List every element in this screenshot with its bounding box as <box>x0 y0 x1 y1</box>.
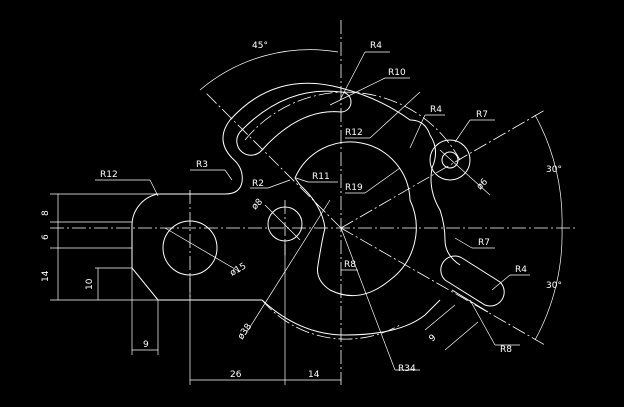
right-ear-outline <box>409 119 461 266</box>
leader-phi38 <box>244 199 331 336</box>
label-dim-14-horizontal: 14 <box>308 370 320 380</box>
leader-r4-bottom-2 <box>491 274 511 291</box>
upper-slot-end-right <box>340 91 352 113</box>
right-ear-boss <box>429 139 471 181</box>
label-dim-9-left: 9 <box>143 340 149 350</box>
label-r10: R10 <box>388 68 406 78</box>
lower-slot-inner-line-1 <box>451 289 489 313</box>
part-outline <box>131 82 505 336</box>
leader-r12-mid-2 <box>369 91 421 139</box>
label-dim-6: 6 <box>41 234 51 240</box>
label-r7-top: R7 <box>476 110 488 120</box>
angle-30-lower-arc <box>534 227 563 341</box>
leader-phi15 <box>164 227 241 273</box>
leader-r19-2 <box>364 167 401 194</box>
label-dim-14-vertical: 14 <box>41 270 51 282</box>
upper-slot-outer <box>239 90 342 133</box>
leader-r4-mid-2 <box>409 114 426 149</box>
label-r8-inner: R8 <box>344 260 356 270</box>
dimension-lines <box>50 49 563 385</box>
lower-slot-outline <box>440 255 505 307</box>
left-boss-arc <box>131 193 262 301</box>
leader-r11-2 <box>295 177 309 183</box>
label-r11: R11 <box>312 172 330 182</box>
right-ear-hole <box>441 151 459 169</box>
label-r4-top: R4 <box>370 41 382 51</box>
leader-r10-2 <box>329 77 386 106</box>
label-dim-26: 26 <box>230 370 242 380</box>
label-r34: R34 <box>398 364 416 374</box>
r26-arc-path <box>261 299 401 340</box>
label-r7-right: R7 <box>478 238 490 248</box>
label-r2: R2 <box>252 179 264 189</box>
inner-cutout <box>294 141 417 297</box>
dim-9-slot-line <box>424 304 456 331</box>
leader-r2-2 <box>267 179 291 189</box>
label-r3: R3 <box>196 160 208 170</box>
leader-r3-2 <box>224 169 233 181</box>
angle-30-upper-arc <box>534 114 563 229</box>
upper-slot-inner <box>261 111 342 151</box>
label-r8-bottom: R8 <box>500 345 512 355</box>
label-angle-45: 45° <box>252 41 268 51</box>
left-boss-outline <box>158 82 411 195</box>
label-angle-30-upper: 30° <box>546 165 562 175</box>
lower-30-degree-centerline <box>340 227 546 346</box>
label-dim-8: 8 <box>41 210 51 216</box>
center-lines <box>50 20 575 385</box>
label-r4-mid: R4 <box>430 105 442 115</box>
label-dim-10: 10 <box>85 278 95 290</box>
leader-r8-bottom-2 <box>469 299 496 346</box>
upper-30-degree-centerline <box>340 109 546 229</box>
label-angle-30-lower: 30° <box>546 281 562 291</box>
leader-r4-top-2 <box>339 51 366 101</box>
leader-phi8 <box>264 204 301 241</box>
leader-r12-left-2 <box>149 179 159 197</box>
lower-body-outline <box>261 299 441 336</box>
leader-phi6 <box>439 149 491 196</box>
leader-r7-top-2 <box>454 119 471 143</box>
dim-9-slot-line-2 <box>444 321 479 351</box>
upper-slot-end-left <box>236 131 263 156</box>
label-r12-left: R12 <box>100 170 118 180</box>
label-r19: R19 <box>345 183 363 193</box>
label-r12-mid: R12 <box>345 128 363 138</box>
angle-45-arc <box>199 49 339 91</box>
label-dim-9-slot: 9 <box>428 333 439 345</box>
45-degree-centerline <box>204 91 342 229</box>
leader-r7-right-2 <box>454 237 473 249</box>
leader-r34-2 <box>340 227 396 371</box>
label-r4-bottom: R4 <box>515 265 527 275</box>
